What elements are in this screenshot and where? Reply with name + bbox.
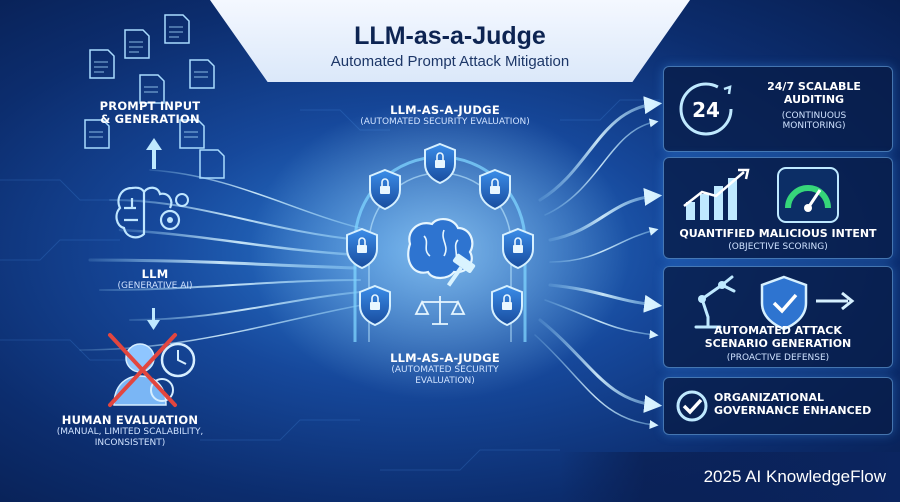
- card-2-subtitle: (OBJECTIVE SCORING): [728, 242, 828, 252]
- footer-bar: [560, 452, 900, 502]
- judge-shield-arch: [346, 143, 534, 342]
- card-quantified-intent: QUANTIFIED MALICIOUS INTENT (OBJECTIVE S…: [663, 157, 893, 259]
- gauge-icon: [777, 167, 839, 223]
- judge-bottom-label: LLM-AS-A-JUDGE (AUTOMATED SECURITY EVALU…: [390, 351, 500, 386]
- human-evaluator-crossed-icon: [108, 333, 196, 407]
- title-banner: [210, 0, 690, 82]
- human-evaluation-label: HUMAN EVALUATION (MANUAL, LIMITED SCALAB…: [56, 413, 204, 448]
- card-1-title: 24/7 SCALABLE AUDITING: [767, 80, 861, 106]
- card-4-title: ORGANIZATIONAL GOVERNANCE ENHANCED: [714, 391, 872, 417]
- clock-24-icon: 24: [679, 82, 733, 136]
- left-flow-arrows: [146, 138, 162, 330]
- prompt-input-label: PROMPT INPUT & GENERATION: [99, 99, 201, 127]
- card-scalable-auditing: 24 24/7 SCALABLE AUDITING (CONTINUOUS MO…: [663, 66, 893, 152]
- robot-arm-icon: [694, 275, 736, 329]
- page-title: LLM-as-a-Judge: [354, 22, 546, 50]
- svg-text:24: 24: [692, 98, 720, 122]
- card-3-title: AUTOMATED ATTACK SCENARIO GENERATION: [704, 324, 852, 350]
- check-circle-icon: [676, 390, 708, 422]
- bar-chart-icon: [683, 168, 750, 220]
- judge-top-label: LLM-AS-A-JUDGE (AUTOMATED SECURITY EVALU…: [360, 103, 530, 128]
- card-2-title: QUANTIFIED MALICIOUS INTENT: [679, 227, 877, 240]
- card-3-subtitle: (PROACTIVE DEFENSE): [726, 353, 830, 363]
- output-flow-arrows: [534, 96, 663, 429]
- brain-gears-icon: [115, 186, 189, 239]
- shield-check-icon: [760, 275, 855, 331]
- footer-credit: 2025 AI KnowledgeFlow: [703, 467, 886, 486]
- llm-label: LLM (GENERATIVE AI): [117, 267, 193, 292]
- page-subtitle: Automated Prompt Attack Mitigation: [330, 53, 570, 70]
- card-attack-scenario: AUTOMATED ATTACK SCENARIO GENERATION (PR…: [663, 266, 893, 368]
- card-governance: ORGANIZATIONAL GOVERNANCE ENHANCED: [663, 377, 893, 435]
- document-stack-icon: [84, 14, 225, 179]
- card-1-subtitle: (CONTINUOUS MONITORING): [781, 111, 847, 132]
